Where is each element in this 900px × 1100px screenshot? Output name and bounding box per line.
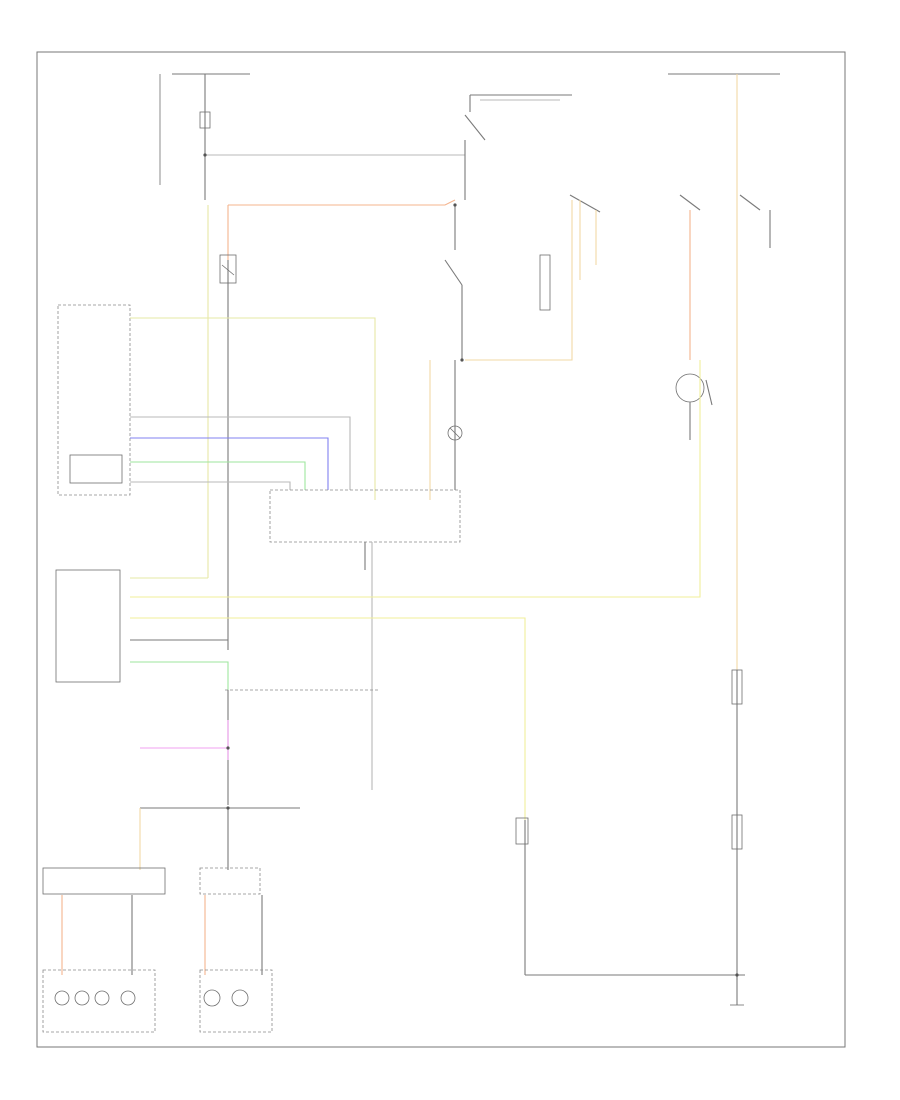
ignition-switch xyxy=(464,94,572,200)
splice-dots xyxy=(203,153,739,977)
ground-bus xyxy=(515,817,745,1006)
center-lamp xyxy=(447,360,463,490)
central-connector xyxy=(269,489,461,790)
bottom-lamps xyxy=(42,895,273,1033)
power-bus-top xyxy=(159,73,780,185)
left-fuse-feed xyxy=(199,74,465,200)
splice-row xyxy=(140,689,378,805)
diagram-border xyxy=(36,51,846,1048)
yellow-vertical-wire xyxy=(207,205,229,650)
orange-feed-wire xyxy=(227,199,456,260)
right-vertical-feed xyxy=(731,74,743,980)
right-motor xyxy=(675,373,713,440)
center-switch-column xyxy=(444,205,551,360)
tan-wire-center xyxy=(429,200,573,500)
bottom-left-group xyxy=(42,807,300,895)
right-upper-connectors xyxy=(569,194,771,360)
module-lower-wires xyxy=(130,360,701,820)
module-output-wires xyxy=(130,317,376,500)
left-relay xyxy=(219,254,237,284)
control-module xyxy=(55,304,131,683)
